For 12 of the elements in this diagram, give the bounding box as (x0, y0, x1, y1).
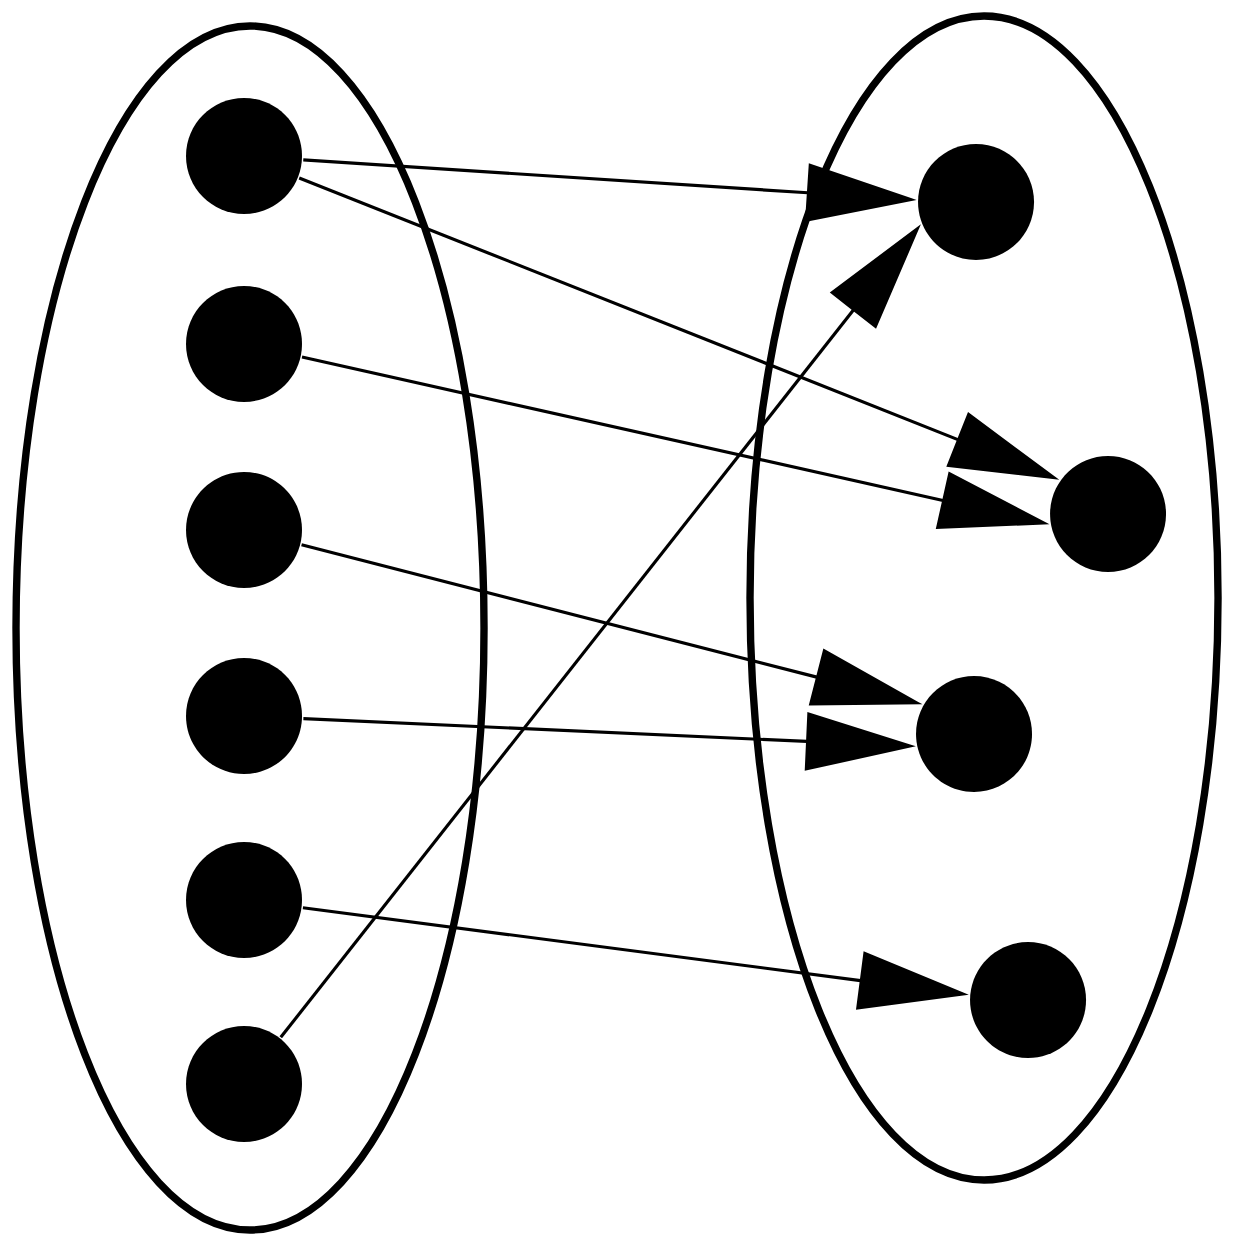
ellipse (746, 12, 1222, 1184)
dot (186, 286, 302, 402)
dot (970, 942, 1087, 1058)
dot (186, 472, 302, 588)
dot (1050, 455, 1167, 572)
dot (916, 676, 1033, 792)
dot (186, 1026, 302, 1142)
dot (918, 144, 1035, 260)
dot (186, 98, 302, 214)
dot (186, 842, 302, 958)
ellipse (12, 22, 488, 1234)
dot (186, 658, 302, 774)
